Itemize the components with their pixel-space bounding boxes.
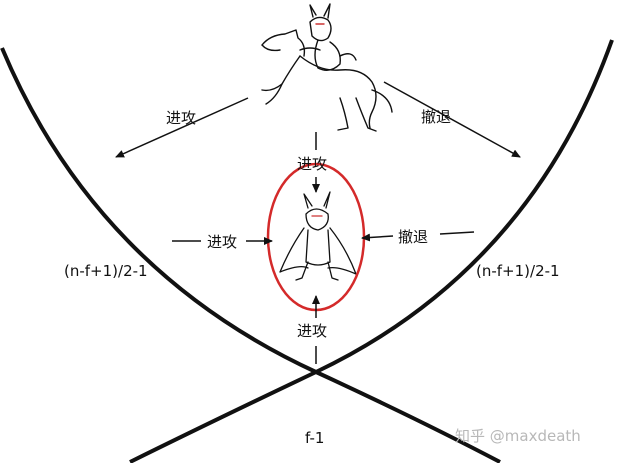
arrow-top-right	[383, 81, 521, 158]
threshold-label-left: (n-f+1)/2-1	[64, 262, 148, 280]
retreat-label-right: 撤退	[398, 228, 428, 246]
bunny-hero-figure	[279, 191, 357, 281]
attack-label-top-center: 进攻	[297, 155, 327, 173]
right-boundary-curve	[129, 39, 614, 463]
watermark: 知乎 @maxdeath	[455, 427, 581, 445]
arrow-top-left	[115, 97, 249, 158]
arrow-right-in	[439, 231, 475, 235]
threshold-label-right: (n-f+1)/2-1	[476, 262, 560, 280]
retreat-label-top-right: 撤退	[421, 108, 451, 126]
attack-label-left: 进攻	[207, 233, 237, 251]
left-boundary-curve	[0, 47, 501, 463]
arrow-right-in-head	[361, 233, 394, 242]
attack-label-top-left: 进攻	[166, 109, 196, 127]
bottom-label: f-1	[305, 429, 324, 447]
knight-on-horse-figure	[261, 3, 393, 132]
attack-label-bottom: 进攻	[297, 322, 327, 340]
